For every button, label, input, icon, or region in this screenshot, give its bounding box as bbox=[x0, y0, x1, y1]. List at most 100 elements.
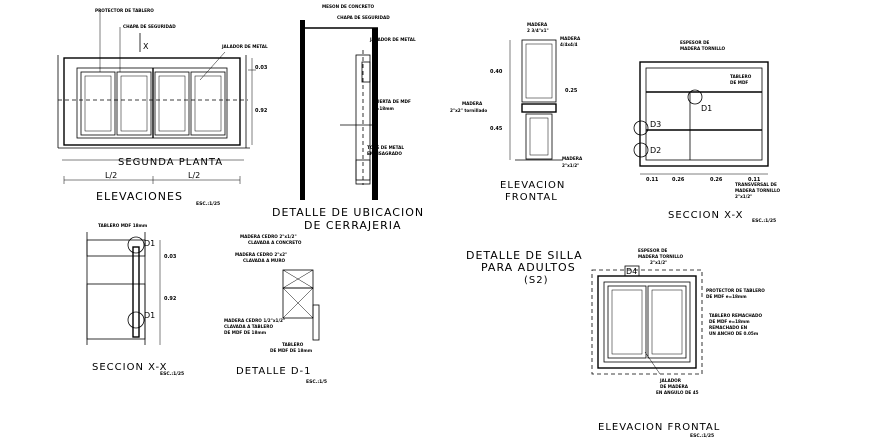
section-mark-label: X bbox=[143, 42, 149, 51]
top-shelf bbox=[86, 239, 146, 257]
seccion-xx-left-scale: ESC.:1/25 bbox=[160, 371, 184, 377]
legs bbox=[525, 113, 553, 160]
backrest bbox=[521, 39, 557, 103]
seccion-xx-right-scale: ESC.:1/25 bbox=[752, 218, 776, 224]
leader-jalador bbox=[644, 351, 661, 375]
elevaciones-title: ELEVACIONES bbox=[96, 190, 183, 203]
note-tablero: TABLERO REMACHADO bbox=[709, 313, 763, 318]
note-a: MADERA CEDRO 2"x1/2" bbox=[240, 234, 297, 239]
note-espesor-2: MADERA TORNILLO bbox=[638, 254, 684, 259]
cabinet-inner-frame bbox=[76, 67, 228, 139]
note-trans-2: MADERA TORNILLO bbox=[735, 188, 781, 193]
panel-left-inner bbox=[611, 289, 643, 355]
note-madera-left: MADERA bbox=[462, 101, 483, 106]
note-d: TABLERO bbox=[282, 342, 304, 347]
door-profile bbox=[132, 246, 140, 338]
detalle-silla-title-2: PARA ADULTOS bbox=[481, 261, 576, 274]
dim-3: 0.45 bbox=[490, 126, 503, 132]
panel-left bbox=[607, 285, 647, 359]
note-protector: PROTECTOR DE TABLERO bbox=[95, 8, 154, 13]
wood-block-bottom bbox=[282, 287, 314, 319]
elevaciones-view: X PROTECTOR DE TABLERO CHAPA DE SEGURIDA… bbox=[57, 8, 268, 207]
note-jalador: JALADOR DE METAL bbox=[369, 37, 416, 42]
note-tablero: TABLERO bbox=[730, 74, 752, 79]
door-panel-2-inner bbox=[120, 75, 148, 132]
elevacion-frontal-1-view: 0.40 0.25 0.45 MADERA 2 3/4"x1" MADERA 4… bbox=[450, 22, 583, 203]
note-espesor-2: MADERA TORNILLO bbox=[680, 46, 726, 51]
section-box-inner bbox=[645, 67, 763, 161]
note-tablero-3: REMACHADO EN bbox=[709, 325, 748, 330]
marker-d2: D2 bbox=[650, 146, 661, 155]
half-left-label: L/2 bbox=[105, 171, 117, 180]
note-puerta: PUERTA DE MDF bbox=[373, 99, 411, 104]
note-b: MADERA CEDRO 2"x2" bbox=[235, 252, 287, 257]
wood-block-top-x2 bbox=[282, 269, 314, 289]
note-jalador-2: DE MADERA bbox=[660, 384, 689, 389]
note-a-2: CLAVADA A CONCRETO bbox=[248, 240, 302, 245]
seccion-xx-right-title: SECCION X-X bbox=[668, 210, 743, 221]
dim-c: 0.26 bbox=[710, 177, 723, 183]
note-espesor: ESPESOR DE bbox=[638, 248, 668, 253]
dim-mid: 0.92 bbox=[255, 108, 268, 114]
tope-block bbox=[355, 159, 371, 185]
note-chapa: CHAPA DE SEGURIDAD bbox=[123, 24, 176, 29]
marker-d4-box bbox=[624, 265, 640, 277]
marker-top: D1 bbox=[144, 239, 155, 248]
note-jalador: JALADOR bbox=[659, 378, 682, 383]
cabinet-outer-frame bbox=[63, 57, 241, 146]
backrest-inner bbox=[525, 43, 553, 99]
note-tope-2: EMBISAGRADO bbox=[367, 151, 402, 156]
leader-jalador bbox=[199, 51, 226, 81]
frame-outer bbox=[597, 275, 697, 369]
dashed-outline bbox=[591, 269, 703, 375]
note-madera-bottom: MADERA bbox=[562, 156, 583, 161]
door-panel-4 bbox=[190, 71, 226, 136]
marker-d4: D4 bbox=[626, 267, 637, 276]
door-panel-4-inner bbox=[194, 75, 222, 132]
marker-d2-circle bbox=[633, 142, 649, 158]
dim-top: 0.03 bbox=[164, 254, 177, 260]
detalle-silla-title-1: DETALLE DE SILLA bbox=[466, 249, 583, 262]
note-tablero-2: DE MDF e=18mm bbox=[709, 319, 750, 324]
dim-top: 0.03 bbox=[255, 65, 268, 71]
elevacion-frontal-1-title-1: ELEVACION bbox=[500, 180, 565, 191]
half-right-label: L/2 bbox=[188, 171, 200, 180]
detalle-silla-titles: DETALLE DE SILLA PARA ADULTOS (S2) bbox=[466, 249, 583, 286]
detalle-ubicacion-view: MESON DE CONCRETO CHAPA DE SEGURIDAD JAL… bbox=[272, 4, 424, 232]
note-tablero-2: DE MDF bbox=[730, 80, 748, 85]
note-madera-left-2: 2"x2" tornillado bbox=[450, 108, 487, 113]
note-jalador-3: EN ANGULO DE 45 bbox=[656, 390, 699, 395]
detalle-d1-title: DETALLE D-1 bbox=[236, 366, 312, 377]
marker-bottom-circle bbox=[127, 311, 145, 329]
note-trans-3: 2"x1/2" bbox=[735, 194, 752, 199]
panel-right-inner bbox=[651, 289, 683, 355]
cabinet-body bbox=[86, 283, 146, 340]
note-c: MADERA CEDRO 1/2"x1/2" bbox=[224, 318, 285, 323]
detalle-ubicacion-title-2: DE CERRAJERIA bbox=[304, 219, 402, 232]
note-espesor-3: 2"x1/2" bbox=[650, 260, 667, 265]
note-madera-mid-2: 4/4x4/4 bbox=[560, 42, 578, 47]
dim-mid: 0.92 bbox=[164, 296, 177, 302]
elevacion-frontal-2-title: ELEVACION FRONTAL bbox=[598, 422, 720, 433]
note-d-2: DE MDF DE 18mm bbox=[270, 348, 313, 353]
note-protector-2: DE MDF e=18mm bbox=[706, 294, 747, 299]
elevacion-frontal-2-scale: ESC.:1/25 bbox=[690, 433, 714, 439]
detalle-ubicacion-title-1: DETALLE DE UBICACION bbox=[272, 206, 424, 219]
note-madera-top-2: 2 3/4"x1" bbox=[527, 28, 549, 33]
detalle-d1-scale: ESC.:1/5 bbox=[306, 379, 327, 385]
seat bbox=[521, 103, 557, 113]
note-b-2: CLAVADA A MURO bbox=[243, 258, 286, 263]
marker-d3-circle bbox=[633, 120, 649, 136]
elevacion-frontal-1-title-2: FRONTAL bbox=[505, 192, 558, 203]
wall-section-2 bbox=[372, 28, 378, 200]
panel-strip bbox=[312, 304, 320, 341]
legs-inner bbox=[529, 117, 549, 156]
door-panel-3-inner bbox=[158, 75, 186, 132]
detalle-silla-title-3: (S2) bbox=[524, 275, 549, 286]
marker-d1: D1 bbox=[701, 104, 712, 113]
marker-top-circle bbox=[127, 236, 145, 254]
hinge-detail bbox=[361, 61, 371, 83]
marker-d3: D3 bbox=[650, 120, 661, 129]
panel-right bbox=[647, 285, 687, 359]
